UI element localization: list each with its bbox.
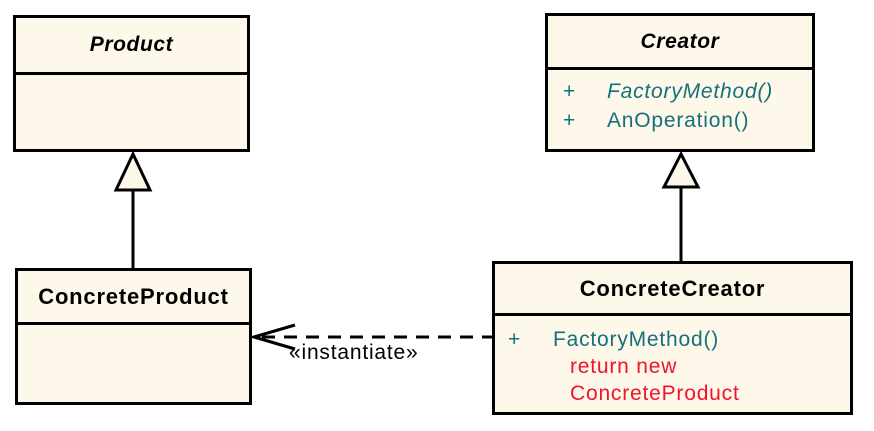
class-title-product: Product [16, 18, 247, 75]
method-name: FactoryMethod() [553, 328, 720, 351]
class-box-creator: Creator + FactoryMethod() + AnOperation(… [545, 13, 815, 152]
visibility-plus: + [563, 109, 577, 132]
class-title-concrete-product: ConcreteProduct [18, 271, 249, 325]
class-box-concrete-product: ConcreteProduct [15, 268, 252, 405]
method-factorymethod-abstract: + FactoryMethod() [548, 77, 812, 106]
method-factorymethod-concrete: + FactoryMethod() [495, 326, 850, 353]
class-title-concrete-creator: ConcreteCreator [495, 264, 850, 316]
instantiate-stereotype-label: «instantiate» [289, 341, 419, 364]
class-box-product: Product [13, 15, 250, 152]
class-members-concrete-product [18, 325, 249, 332]
method-name: AnOperation() [607, 109, 750, 132]
class-members-creator: + FactoryMethod() + AnOperation() [548, 70, 812, 135]
code-note-line: ConcreteProduct [570, 382, 740, 405]
class-box-concrete-creator: ConcreteCreator + FactoryMethod() return… [492, 261, 853, 415]
method-anoperation: + AnOperation() [548, 106, 812, 135]
class-members-product [16, 75, 247, 82]
code-note-line: return new [570, 355, 678, 378]
class-members-concrete-creator: + FactoryMethod() return new ConcretePro… [495, 316, 850, 407]
method-body-return-new: return new [495, 353, 850, 380]
generalization-arrow-creator [661, 150, 701, 261]
method-body-concrete-product: ConcreteProduct [495, 380, 850, 407]
visibility-plus: + [563, 80, 577, 103]
visibility-plus: + [508, 328, 522, 351]
generalization-arrow-product [113, 150, 153, 268]
class-title-creator: Creator [548, 16, 812, 70]
method-name: FactoryMethod() [607, 80, 774, 103]
